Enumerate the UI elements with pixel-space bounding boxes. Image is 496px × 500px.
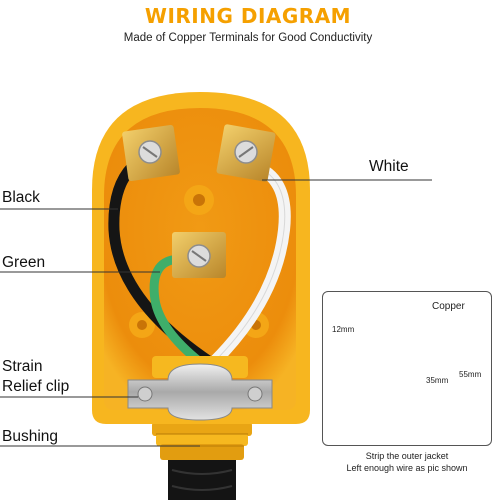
label-strain: Strain [2,358,43,375]
dim-55mm: 55mm [459,370,482,379]
label-copper: Copper [432,301,465,312]
label-white: White [369,158,409,175]
terminal-white [216,124,276,182]
label-relief-clip: Relief clip [2,378,70,395]
bushing [152,422,252,460]
screw-boss-top [184,185,214,215]
terminal-black [122,125,180,181]
screw-boss-left [129,312,155,338]
label-bushing: Bushing [2,428,59,445]
dim-35mm: 35mm [426,376,449,385]
strain-relief-clip [127,356,273,421]
diagram-title: WIRING DIAGRAM [144,4,352,28]
diagram-subtitle: Made of Copper Terminals for Good Conduc… [123,32,373,44]
dim-12mm: 12mm [332,325,355,334]
label-black: Black [2,189,40,206]
power-cord [168,458,236,500]
strip-length-inset [322,291,492,446]
terminal-ground [172,232,226,278]
inset-caption-line1: Strip the outer jacket [365,451,449,461]
label-green: Green [2,254,46,271]
green-wire [149,255,205,367]
inset-caption-line2: Left enough wire as pic shown [346,463,468,473]
